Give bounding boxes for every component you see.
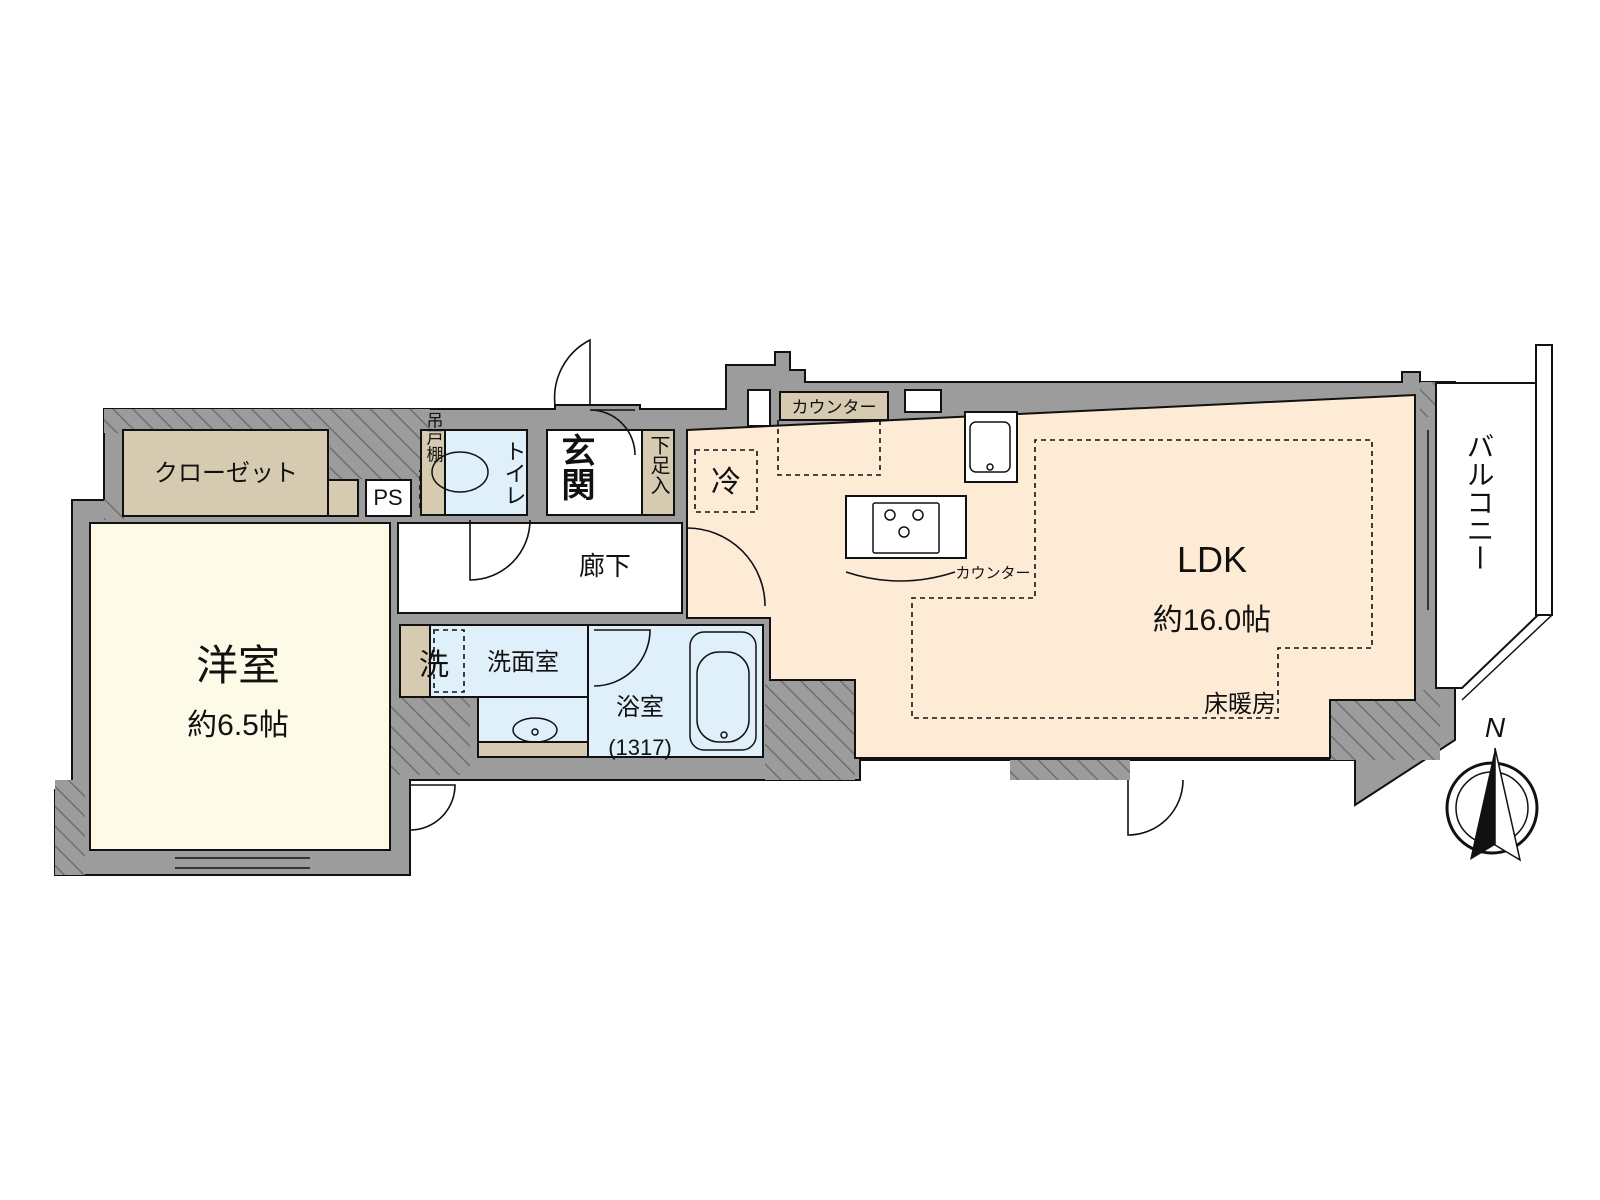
hanging-shelf-label: 吊戸棚: [424, 412, 444, 464]
rooms: [89, 344, 1553, 851]
counter-top-box: [779, 391, 889, 421]
closet-floor: [122, 429, 329, 517]
balcony-floor: [1435, 382, 1539, 689]
bathroom-label: 浴室: [616, 694, 664, 721]
western-room-label: 洋室: [196, 642, 280, 689]
ldk-size: 約16.0帖: [1153, 604, 1271, 637]
entrance-label: 玄関: [556, 433, 594, 501]
corridor-floor: [397, 522, 683, 614]
washroom-label: 洗面室: [487, 649, 559, 676]
western-room-floor: [89, 522, 391, 851]
closet-label: クローゼット: [154, 460, 298, 487]
toilet-floor: [444, 429, 528, 516]
labels: クローゼット PS 吊戸棚 トイレ 玄関 下足入 冷 カウンター カウンター 廊…: [154, 398, 1495, 760]
ps-box: [365, 479, 412, 517]
corridor-label: 廊下: [579, 551, 631, 581]
shoe-storage-floor: [641, 429, 675, 516]
fridge-label: 冷: [711, 466, 741, 499]
bathroom-floor: [587, 624, 764, 758]
bath-fixtures: [431, 451, 757, 751]
kitchen-fixtures: [694, 389, 1018, 582]
washroom-floor: [429, 624, 589, 698]
north-arrow-icon: N: [1445, 712, 1539, 862]
shoe-storage-label: 下足入: [647, 435, 670, 495]
toilet-label: トイレ: [502, 440, 527, 506]
washer-label: 洗: [419, 649, 449, 682]
ldk-label: LDK: [1177, 539, 1247, 580]
western-room-size: 約6.5帖: [187, 709, 289, 742]
balcony-label: バルコニー: [1464, 432, 1495, 572]
bathroom-size: (1317): [608, 735, 672, 760]
counter-top-label: カウンター: [792, 398, 877, 417]
washer-floor: [399, 624, 431, 698]
doors: [175, 338, 1429, 869]
entrance-floor: [546, 429, 643, 516]
dashed-outlines: [419, 420, 1373, 719]
floor-heating-label: 床暖房: [1204, 691, 1276, 718]
counter-kitchen-label: カウンター: [955, 565, 1030, 582]
compass-label: N: [1485, 712, 1506, 743]
ps-label: PS: [373, 485, 402, 510]
